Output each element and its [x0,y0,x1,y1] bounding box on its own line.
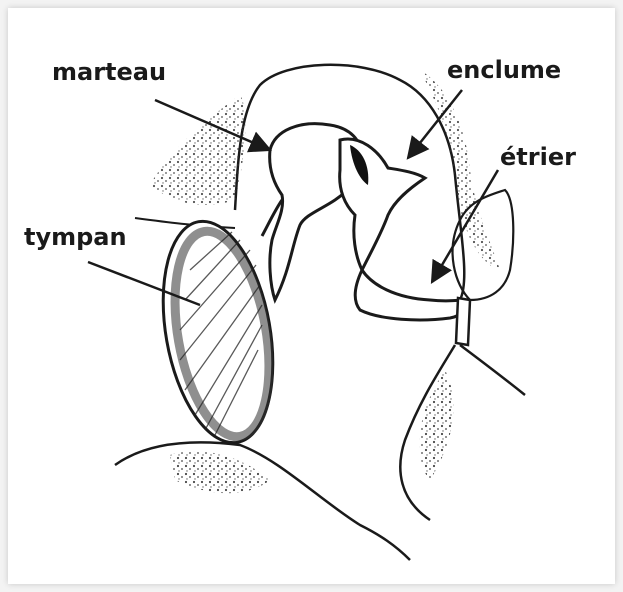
oval-window-line [460,345,525,395]
floor-line [115,442,410,560]
bone-texture-top-right [420,70,500,270]
label-tympan: tympan [24,223,127,251]
label-etrier: étrier [500,143,576,171]
etrier-bone [355,270,466,320]
label-marteau: marteau [52,58,166,86]
bone-texture-right [420,370,454,480]
label-enclume: enclume [447,56,561,84]
bone-texture-top-left [150,95,245,205]
etrier-footplate [456,298,470,345]
bone-texture-bottom [170,451,270,493]
